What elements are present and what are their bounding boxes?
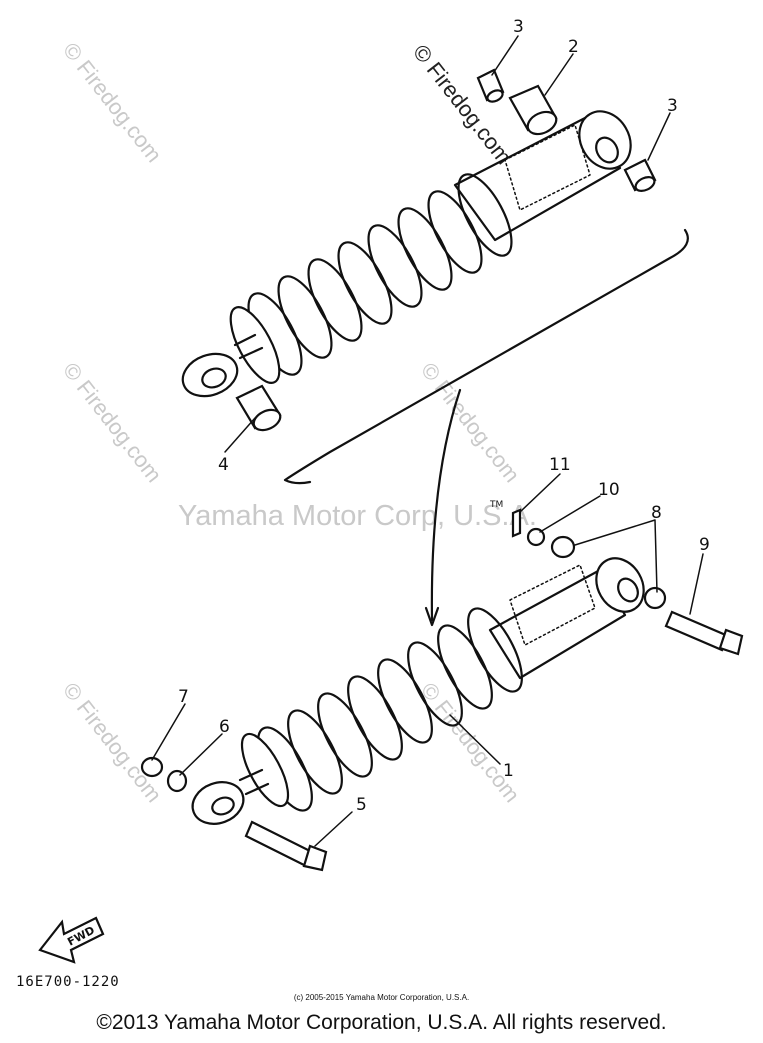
center-watermark: Yamaha Motor Corp, U.S.A. bbox=[178, 500, 537, 532]
bushing-part-2 bbox=[508, 84, 558, 136]
variant-bracket bbox=[283, 228, 689, 485]
firedog-watermark-3: © Firedog.com bbox=[58, 678, 167, 807]
washer-part-8a bbox=[550, 535, 576, 559]
cotter-pin-part-11 bbox=[511, 508, 522, 538]
callout-9: 9 bbox=[699, 535, 710, 555]
small-copyright: (c) 2005-2015 Yamaha Motor Corporation, … bbox=[293, 993, 470, 1002]
bushing-part-3-top bbox=[476, 68, 505, 103]
bushing-part-3-right bbox=[623, 158, 657, 192]
callout-3: 3 bbox=[513, 17, 524, 37]
reference-arrow bbox=[430, 388, 462, 622]
callout-8: 8 bbox=[651, 503, 662, 523]
callout-11: 11 bbox=[549, 455, 571, 475]
callout-5: 5 bbox=[356, 795, 367, 815]
firedog-watermark-1: © Firedog.com bbox=[58, 38, 167, 167]
washer-part-8b bbox=[643, 586, 667, 610]
leader-lines bbox=[151, 35, 704, 847]
washer-part-10 bbox=[526, 527, 546, 547]
callout-3-repeat: 3 bbox=[667, 96, 678, 116]
firedog-watermark-2: © Firedog.com bbox=[58, 358, 167, 487]
upper-spring bbox=[247, 173, 513, 376]
lower-spring bbox=[257, 607, 523, 812]
firedog-top-mark: © Firedog.com bbox=[408, 40, 517, 169]
washer-part-6 bbox=[166, 769, 188, 793]
firedog-watermark-4: © Firedog.com bbox=[416, 358, 525, 487]
bolt-part-9 bbox=[664, 610, 744, 656]
bushing-part-4 bbox=[235, 384, 282, 432]
part-code: 16E700-1220 bbox=[16, 974, 120, 990]
firedog-watermarks: © Firedog.com © Firedog.com © Firedog.co… bbox=[58, 38, 525, 807]
callout-4: 4 bbox=[218, 455, 229, 475]
callout-10: 10 bbox=[598, 480, 620, 500]
callout-1: 1 bbox=[503, 761, 514, 781]
callout-labels: 1 2 3 3 4 5 6 7 8 9 10 11 TM bbox=[178, 17, 710, 815]
lower-shock-assembly bbox=[140, 508, 744, 872]
nut-part-7 bbox=[140, 756, 164, 778]
callout-7: 7 bbox=[178, 687, 189, 707]
bolt-part-5 bbox=[244, 820, 328, 872]
callout-6: 6 bbox=[219, 717, 230, 737]
copyright-notice: ©2013 Yamaha Motor Corporation, U.S.A. A… bbox=[96, 1011, 667, 1034]
firedog-watermark-5: © Firedog.com bbox=[416, 678, 525, 807]
tm-mark: TM bbox=[489, 500, 503, 510]
upper-shock-assembly bbox=[181, 68, 689, 627]
fwd-arrow-icon: FWD bbox=[38, 916, 105, 964]
callout-2: 2 bbox=[568, 37, 579, 57]
